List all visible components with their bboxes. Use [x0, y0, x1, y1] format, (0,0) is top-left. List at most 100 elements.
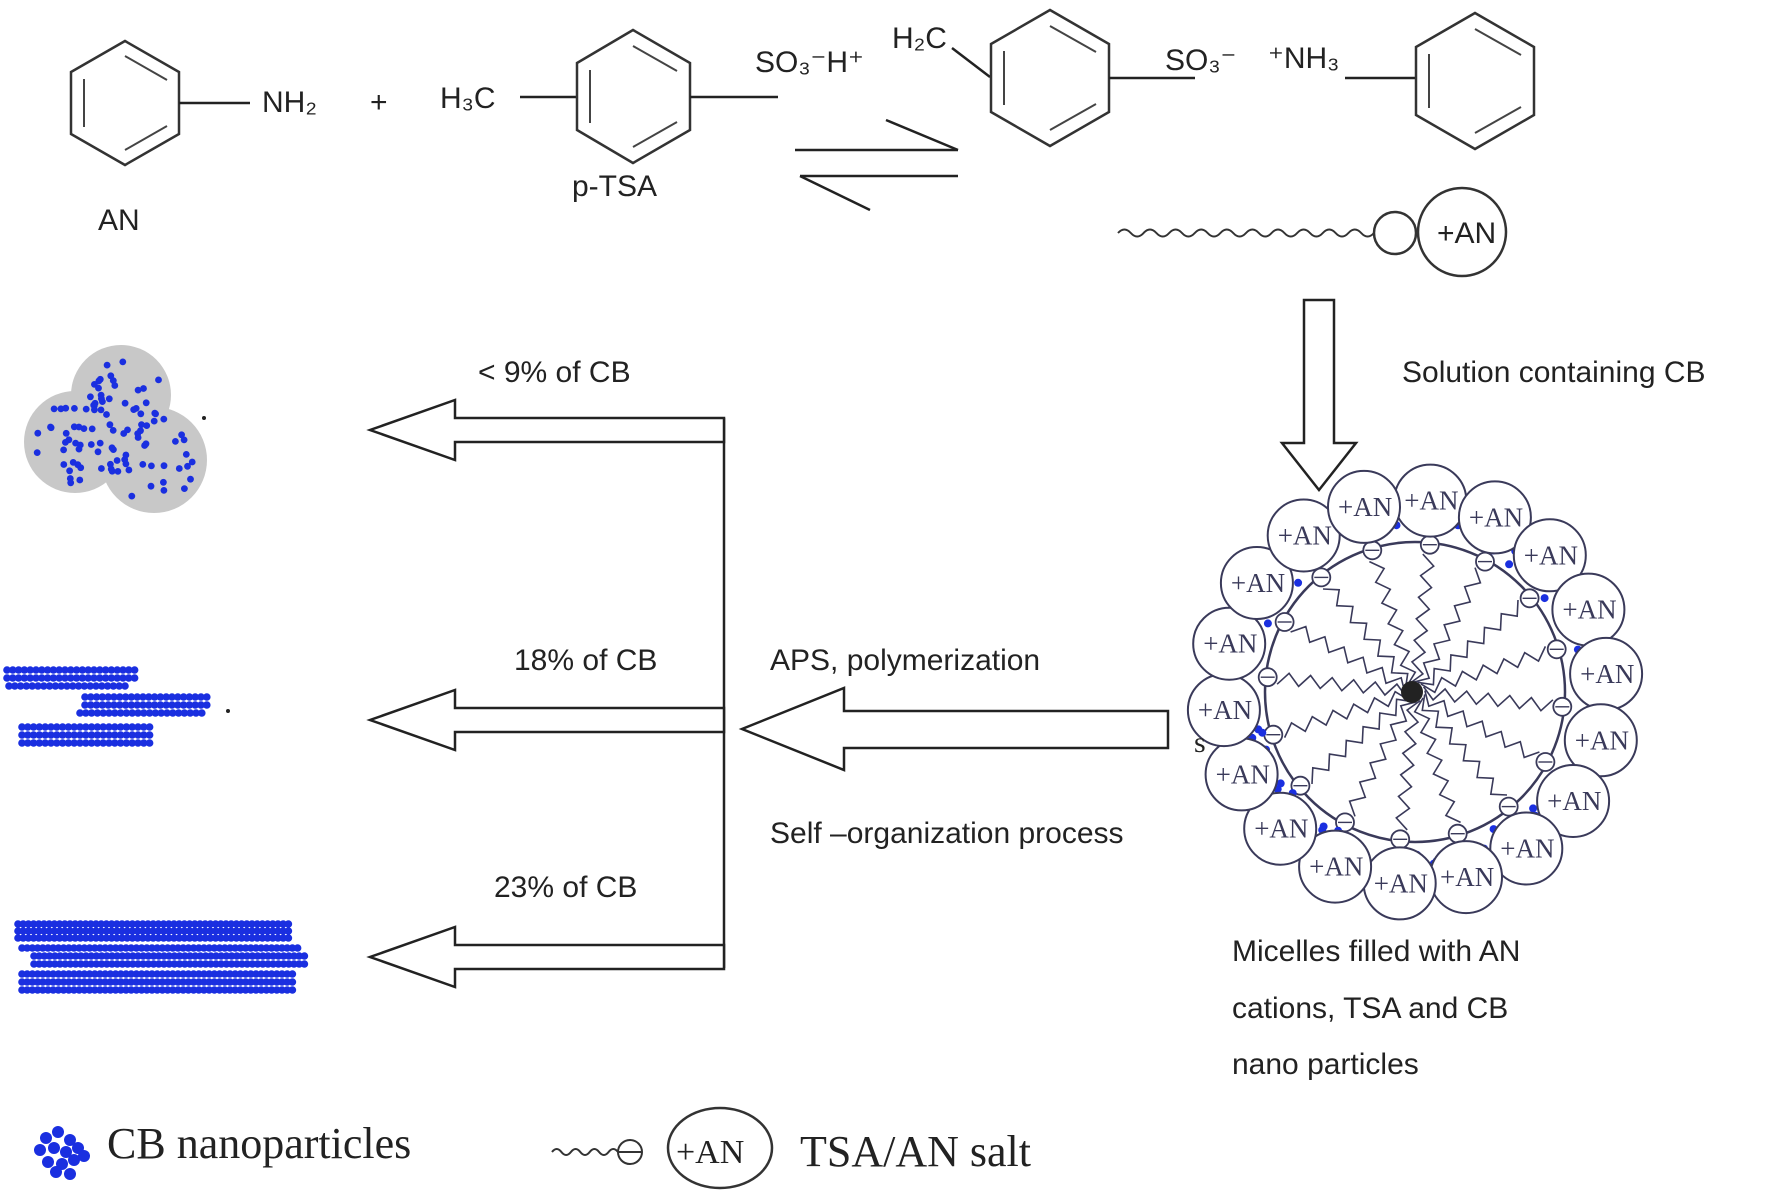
cb-nanoparticle — [133, 927, 142, 935]
legend-cb-dot — [68, 1154, 80, 1166]
cb-nanoparticle — [263, 927, 272, 935]
cb-nanoparticle — [80, 986, 89, 994]
cb-nanoparticle — [274, 934, 282, 942]
cb-nanoparticle — [24, 927, 33, 935]
cb-nanoparticle — [217, 920, 225, 928]
an-cation-label: +AN — [1524, 540, 1578, 570]
cb-nanoparticle — [150, 701, 159, 709]
cb-nanoparticle — [80, 970, 89, 978]
cb-nanoparticle — [253, 960, 262, 968]
cb-nanoparticle — [97, 960, 106, 968]
cb-nanoparticle — [107, 934, 116, 942]
cb-nanoparticle — [87, 709, 96, 717]
legend-cb-dot — [64, 1168, 76, 1180]
cb-nanoparticle — [111, 944, 120, 952]
cb-nanoparticle — [67, 674, 75, 682]
cb-nanoparticle — [40, 682, 48, 690]
cb-nanoparticle — [144, 927, 152, 935]
cb-nanoparticle — [58, 731, 67, 739]
cb-nanoparticle — [207, 960, 215, 968]
an-cation-label: +AN — [1500, 834, 1554, 864]
cb-nanoparticle — [64, 731, 73, 739]
cb-nanoparticle — [148, 986, 156, 994]
cb-nanoparticle — [45, 960, 54, 968]
cb-nanoparticle — [196, 952, 205, 960]
cb-nanoparticle — [91, 944, 99, 952]
cb-nanoparticle — [76, 920, 85, 928]
cb-nanoparticle — [95, 384, 102, 392]
cb-nanoparticle — [33, 449, 41, 456]
cb-nanoparticle — [61, 927, 69, 935]
cb-nanoparticle — [160, 415, 168, 423]
cb-nanoparticle — [128, 709, 136, 717]
cb-nanoparticle — [206, 934, 215, 942]
cb-nanoparticle — [80, 978, 89, 986]
amine-group-label: NH₂ — [262, 86, 317, 119]
cb-nanoparticle — [165, 960, 173, 968]
cb-nanoparticle — [163, 970, 172, 978]
cb-nanoparticle — [169, 978, 177, 986]
ammonium-label: ⁺NH₃ — [1268, 42, 1339, 75]
cb-nanoparticle — [82, 952, 90, 960]
cb-nanoparticle — [128, 920, 137, 928]
surfactant-tail — [1117, 228, 1375, 238]
cb-nanoparticle — [232, 934, 241, 942]
cb-nanoparticle — [49, 970, 57, 978]
cb-nanoparticle — [122, 723, 131, 731]
cb-nanoparticle — [113, 952, 121, 960]
cb-nanoparticle — [222, 952, 231, 960]
cb-nanoparticle — [148, 462, 155, 470]
cb-nanoparticle — [175, 920, 183, 928]
cb-nanoparticle — [170, 952, 179, 960]
aniline-label: AN — [98, 204, 140, 237]
cb-nanoparticle — [231, 986, 239, 994]
legend-cb-dot — [42, 1156, 54, 1168]
cb-nanoparticle — [197, 693, 205, 701]
cb-nanoparticle — [20, 666, 29, 674]
cb-nanoparticle — [201, 934, 209, 942]
cb-nanoparticle — [148, 970, 156, 978]
cb-nanoparticle — [278, 944, 286, 952]
cb-nanoparticle — [33, 970, 42, 978]
cb-nanoparticle — [221, 978, 229, 986]
cb-nanoparticle — [38, 674, 46, 682]
cb-nanoparticle — [165, 920, 173, 928]
cb-nanoparticle — [1505, 560, 1514, 569]
cb-nanoparticle — [97, 927, 105, 935]
cb-nanoparticle — [28, 986, 37, 994]
cb-nanoparticle — [87, 441, 95, 448]
cb-nanoparticle — [111, 978, 120, 986]
cb-nanoparticle — [247, 970, 255, 978]
cb-nanoparticle — [51, 682, 60, 690]
cb-nanoparticle — [179, 944, 187, 952]
cb-nanoparticle — [210, 986, 219, 994]
cb-nanoparticle — [267, 970, 276, 978]
cb-nanoparticle — [122, 709, 131, 717]
cb-nanoparticle — [248, 960, 257, 968]
cb-nanoparticle — [128, 723, 136, 731]
cb-nanoparticle — [169, 944, 177, 952]
cb-nanoparticle — [143, 986, 151, 994]
an-cation-label: +AN — [1374, 868, 1428, 898]
cb-nanoparticle — [175, 960, 184, 968]
cb-nanoparticle — [82, 405, 90, 413]
cb-nanoparticle — [72, 666, 81, 674]
cb-nanoparticle — [188, 458, 196, 466]
cb-nanoparticle — [267, 944, 276, 952]
cb-nanoparticle — [26, 674, 34, 682]
cb-nanoparticle — [26, 666, 34, 674]
cb-nanoparticle — [134, 723, 142, 731]
cb-nanoparticle — [118, 934, 126, 942]
cb-nanoparticle — [180, 934, 189, 942]
cb-nanoparticle — [50, 405, 58, 413]
cb-nanoparticle — [92, 682, 100, 690]
cb-nanoparticle — [32, 666, 40, 674]
cb-nanoparticle — [205, 970, 213, 978]
an-cation — [1457, 480, 1532, 555]
cb-nanoparticle — [87, 739, 96, 747]
cb-nanoparticle — [91, 970, 99, 978]
cb-nanoparticle — [241, 944, 250, 952]
micelle-tail — [1283, 690, 1410, 738]
cb-nanoparticle — [203, 701, 211, 709]
cb-nanoparticle — [19, 920, 28, 928]
